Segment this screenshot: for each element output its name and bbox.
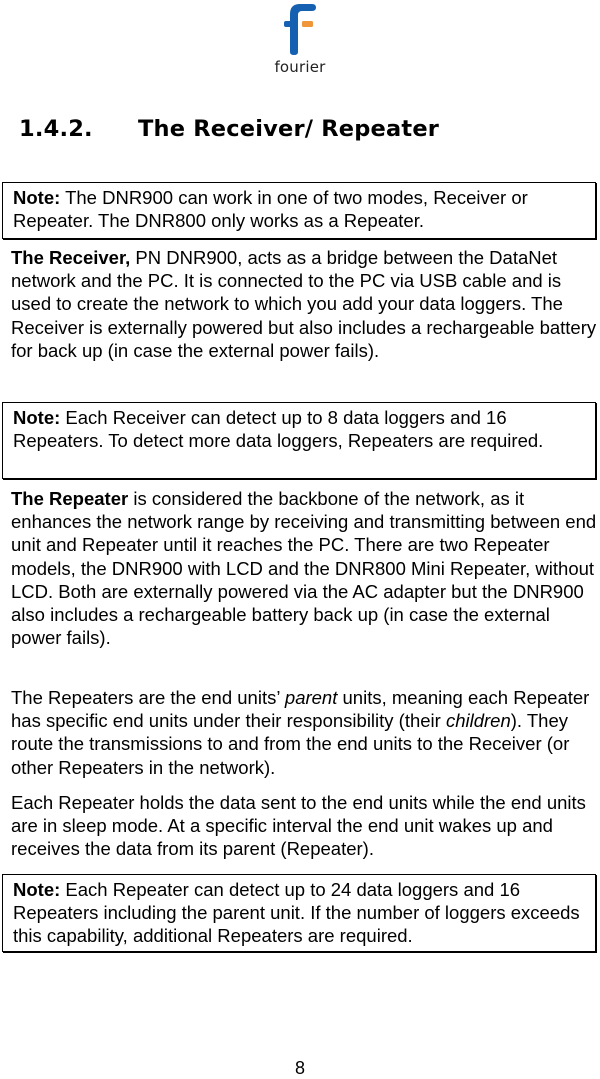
section-number: 1.4.2. bbox=[19, 116, 93, 142]
paragraph-text: units, meaning each Repeater has specifi… bbox=[11, 687, 590, 732]
term-parent: parent bbox=[284, 687, 338, 708]
paragraph-text: PN DNR900, acts as a bridge between the … bbox=[11, 247, 597, 361]
paragraph-receiver: The Receiver, PN DNR900, acts as a bridg… bbox=[11, 246, 599, 362]
paragraph-parent-units: The Repeaters are the end units’ parent … bbox=[11, 686, 599, 779]
fourier-logo: fourier bbox=[270, 0, 330, 80]
paragraph-text: The Repeaters are the end units’ bbox=[11, 687, 285, 708]
paragraph-text: Each Repeater holds the data sent to the… bbox=[11, 792, 586, 860]
paragraph-repeater: The Repeater is considered the backbone … bbox=[11, 487, 599, 649]
page-number: 8 bbox=[294, 1058, 305, 1078]
note-box-receiver-capacity: Note: Each Receiver can detect up to 8 d… bbox=[2, 402, 596, 479]
paragraph-text: is considered the backbone of the networ… bbox=[11, 488, 597, 649]
note-label: Note: bbox=[13, 187, 61, 208]
paragraph-lead: The Receiver, bbox=[11, 247, 131, 268]
note-box-modes: Note: The DNR900 can work in one of two … bbox=[2, 182, 596, 239]
logo-wordmark: fourier bbox=[274, 58, 326, 76]
note-box-repeater-capacity: Note: Each Repeater can detect up to 24 … bbox=[2, 874, 596, 952]
note-text: Each Receiver can detect up to 8 data lo… bbox=[13, 407, 544, 452]
fourier-logo-icon bbox=[284, 4, 316, 55]
paragraph-lead: The Repeater bbox=[11, 488, 129, 509]
note-label: Note: bbox=[13, 879, 61, 900]
note-text: The DNR900 can work in one of two modes,… bbox=[13, 187, 528, 232]
section-heading: 1.4.2. The Receiver/ Repeater bbox=[19, 116, 439, 142]
section-title: The Receiver/ Repeater bbox=[138, 116, 440, 142]
note-text: Each Repeater can detect up to 24 data l… bbox=[13, 879, 580, 947]
paragraph-text: ). They route the transmissions to and f… bbox=[11, 710, 570, 778]
note-label: Note: bbox=[13, 407, 61, 428]
paragraph-sleep-mode: Each Repeater holds the data sent to the… bbox=[11, 791, 599, 861]
term-children: children bbox=[445, 710, 511, 732]
